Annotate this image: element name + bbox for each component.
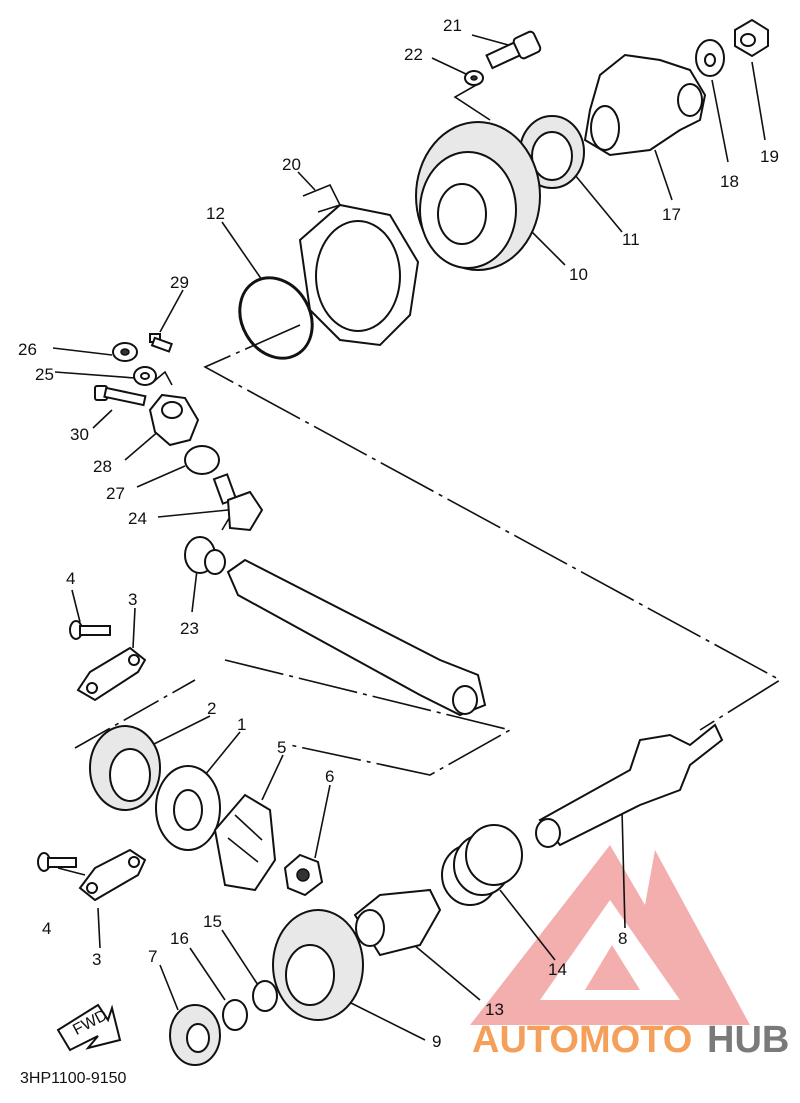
part-o-ring-27 (184, 445, 220, 475)
part-shaft-lower (226, 558, 487, 717)
label-26: 26 (18, 340, 37, 359)
label-16: 16 (170, 929, 189, 948)
label-13: 13 (485, 1000, 504, 1019)
label-4-upper: 4 (66, 569, 75, 588)
part-washer-22 (464, 70, 484, 86)
label-9: 9 (432, 1032, 441, 1051)
watermark-text: AUTOMOTO HUB (472, 1019, 789, 1061)
part-cover-20 (298, 203, 420, 347)
label-22: 22 (404, 45, 423, 64)
part-circlip-15 (252, 980, 278, 1012)
label-20: 20 (282, 155, 301, 174)
label-29: 29 (170, 273, 189, 292)
label-3-upper: 3 (128, 590, 137, 609)
part-plate-3-upper (76, 646, 147, 702)
watermark-text-orange: AUTOMOTO (472, 1019, 692, 1061)
part-pinion-gear-5 (213, 793, 277, 892)
label-6: 6 (325, 767, 334, 786)
part-coupling-13 (353, 888, 442, 957)
label-23: 23 (180, 619, 199, 638)
label-2: 2 (207, 699, 216, 718)
part-bolt-21 (485, 30, 542, 70)
part-plate-3-lower (78, 848, 147, 902)
part-bearing-7 (169, 1004, 221, 1066)
label-15: 15 (203, 912, 222, 931)
part-housing-28 (148, 393, 200, 447)
label-27: 27 (106, 484, 125, 503)
label-19: 19 (760, 147, 779, 166)
label-1: 1 (237, 715, 246, 734)
part-bolt-4-lower (37, 852, 77, 872)
part-nut-19 (734, 18, 769, 58)
part-bolt-4-upper (69, 620, 111, 640)
label-14: 14 (548, 960, 567, 979)
part-washer-18 (695, 39, 725, 77)
part-drive-shaft-8 (535, 723, 724, 848)
watermark-text-gray: HUB (707, 1019, 789, 1061)
label-25: 25 (35, 365, 54, 384)
label-24: 24 (128, 509, 147, 528)
part-collar-16 (222, 999, 248, 1031)
part-yoke-17 (583, 53, 707, 157)
leader-lines (52, 34, 782, 1041)
label-10: 10 (569, 265, 588, 284)
part-bolt-30 (94, 385, 147, 407)
part-bearing-2 (89, 725, 161, 811)
part-washer-25 (133, 366, 157, 386)
part-ring-gear-9 (272, 909, 364, 1021)
label-21: 21 (443, 16, 462, 35)
label-7: 7 (148, 947, 157, 966)
part-bolt-29 (149, 333, 173, 353)
label-12: 12 (206, 204, 225, 223)
fwd-arrow-icon: FWD (56, 1003, 122, 1052)
diagram-code: 3HP1100-9150 (20, 1070, 127, 1087)
label-18: 18 (720, 172, 739, 191)
part-shim-1 (155, 765, 221, 851)
part-washer-26 (112, 342, 138, 362)
label-30: 30 (70, 425, 89, 444)
label-4-lower: 4 (42, 919, 51, 938)
part-spring-14 (441, 824, 523, 906)
label-8: 8 (618, 929, 627, 948)
watermark-logo (470, 845, 750, 1025)
watermark-triangle-core (585, 945, 640, 990)
part-labels: 21 22 19 18 17 11 10 20 12 29 26 25 30 2… (18, 16, 779, 1051)
label-17: 17 (662, 205, 681, 224)
part-nut-6 (283, 853, 324, 897)
label-5: 5 (277, 738, 286, 757)
part-o-ring-12 (238, 276, 314, 360)
label-11: 11 (622, 230, 640, 249)
label-3-lower: 3 (92, 950, 101, 969)
part-bearing-housing-10 (415, 121, 541, 271)
label-28: 28 (93, 457, 112, 476)
part-gear-23 (184, 536, 226, 575)
part-gear-24 (212, 473, 264, 532)
